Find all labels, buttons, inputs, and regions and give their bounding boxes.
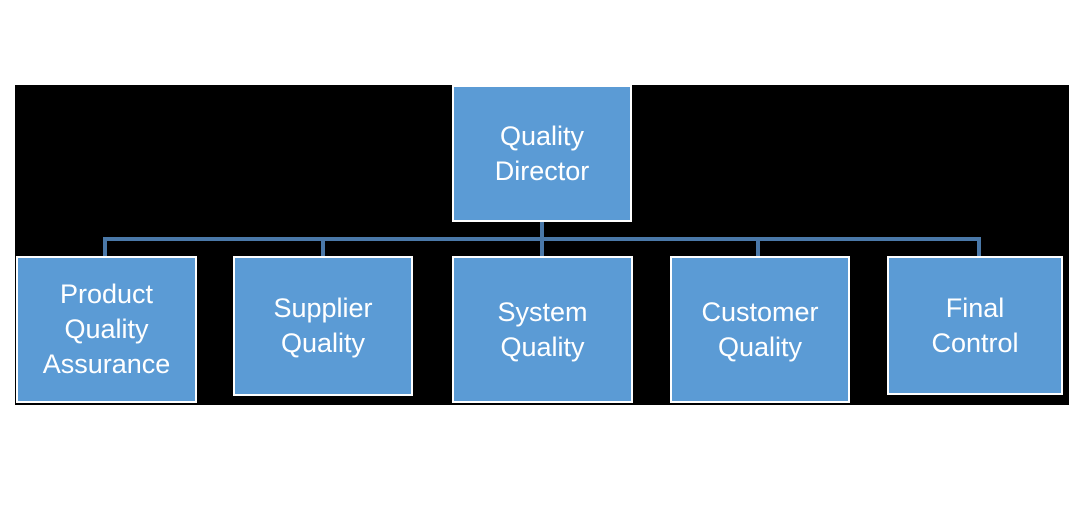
org-node-label: Product Quality Assurance <box>42 279 171 379</box>
connector-drop-supplier-quality <box>321 241 325 257</box>
org-node-system-quality: System Quality <box>452 256 633 403</box>
connector-drop-final-control <box>977 241 981 257</box>
connector-drop-system-quality <box>540 241 544 257</box>
org-node-label: Supplier Quality <box>273 293 373 358</box>
connector-drop-customer-quality <box>756 241 760 257</box>
connector-drop-product-quality-assurance <box>103 241 107 257</box>
org-node-final-control: Final Control <box>887 256 1063 395</box>
org-node-supplier-quality: Supplier Quality <box>233 256 413 396</box>
org-node-label: Customer Quality <box>701 296 819 362</box>
org-node-quality-director: Quality Director <box>452 85 632 222</box>
connector-root-stem <box>540 221 544 237</box>
connector-horizontal-bus <box>103 237 981 241</box>
org-node-label: Final Control <box>931 292 1019 358</box>
org-node-label: System Quality <box>497 296 588 362</box>
org-node-label: Quality Director <box>494 120 590 186</box>
org-node-product-quality-assurance: Product Quality Assurance <box>16 256 197 403</box>
org-node-customer-quality: Customer Quality <box>670 256 850 403</box>
